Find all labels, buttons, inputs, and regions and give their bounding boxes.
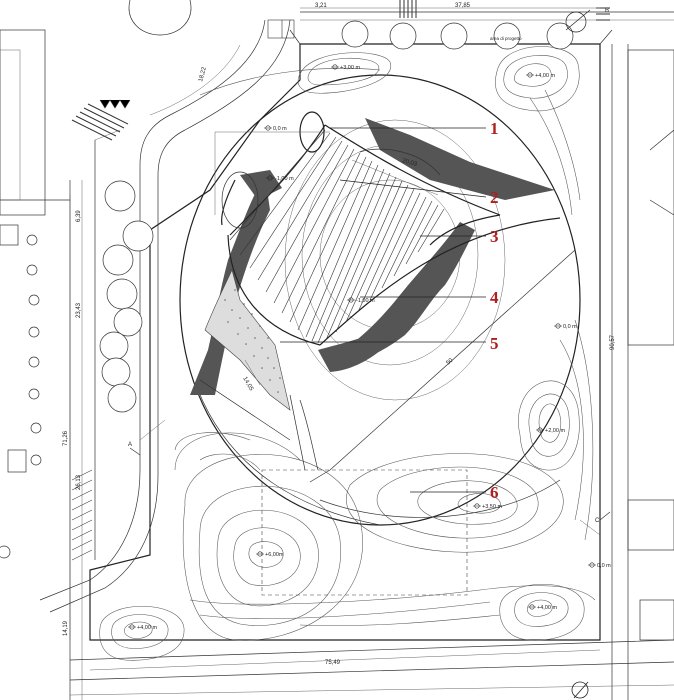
elevation-markers: +3,00 m +4,00 m 0,0 m -1,00 m -1,00 m 0,… bbox=[128, 64, 611, 631]
section-marks: A B C bbox=[128, 8, 611, 524]
elev-marker: -1,00 m bbox=[266, 175, 294, 182]
elev-marker: +4,00 m bbox=[128, 624, 157, 631]
shell-structure bbox=[190, 111, 561, 471]
elev-marker: 0,0 m bbox=[588, 562, 611, 569]
detail-area-rectangle bbox=[261, 469, 468, 596]
svg-text:+4,00 m: +4,00 m bbox=[137, 625, 157, 631]
callout-2: 2 bbox=[490, 188, 499, 207]
svg-text:+4,00 m: +4,00 m bbox=[535, 73, 555, 79]
site-boundary bbox=[89, 29, 613, 641]
elev-marker: +4,00 m bbox=[526, 72, 555, 79]
elev-marker: +4,00 m bbox=[528, 604, 557, 611]
elev-marker: +2,00 m bbox=[536, 427, 565, 434]
dim-bottom: 75,49 bbox=[325, 660, 341, 666]
svg-text:+3,00 m: +3,00 m bbox=[340, 65, 360, 71]
axis-lines bbox=[139, 131, 601, 536]
hatched-strip bbox=[71, 469, 93, 561]
svg-text:0,0 m: 0,0 m bbox=[273, 126, 287, 132]
dim-nw: 18,22 bbox=[198, 66, 208, 83]
elev-marker: +3,50 m bbox=[473, 503, 502, 510]
callout-4: 4 bbox=[490, 288, 499, 307]
dim-inner-b: 50 bbox=[445, 357, 454, 366]
elev-marker: 0,0 m bbox=[554, 323, 577, 330]
dim-inner-c: 14,05 bbox=[241, 376, 254, 393]
section-mark-b: B bbox=[605, 8, 609, 14]
svg-text:-1,00 m: -1,00 m bbox=[356, 298, 375, 304]
section-mark-a: A bbox=[128, 442, 132, 448]
svg-text:0,0 m: 0,0 m bbox=[563, 324, 577, 330]
callout-leaders bbox=[280, 127, 487, 493]
elev-marker: +6,00m bbox=[256, 551, 284, 558]
dim-left-b: 23,43 bbox=[76, 302, 82, 318]
svg-text:+2,00 m: +2,00 m bbox=[545, 428, 565, 434]
svg-text:-1,00 m: -1,00 m bbox=[275, 176, 294, 182]
dim-left-e: 14,19 bbox=[63, 620, 69, 636]
dim-top-short: 3,21 bbox=[315, 3, 327, 9]
svg-text:+4,00 m: +4,00 m bbox=[537, 605, 557, 611]
svg-text:+3,50 m: +3,50 m bbox=[482, 504, 502, 510]
street-lamps bbox=[0, 234, 42, 559]
callout-labels: 1 2 3 4 5 6 bbox=[490, 119, 499, 502]
dim-top-long: 37,85 bbox=[455, 3, 471, 9]
callout-5: 5 bbox=[490, 334, 499, 353]
dim-right: 90,57 bbox=[610, 334, 616, 350]
svg-text:0,0 m: 0,0 m bbox=[597, 563, 611, 569]
callout-3: 3 bbox=[490, 227, 499, 246]
elev-marker: +3,00 m bbox=[331, 64, 360, 71]
dim-left-c: 71,26 bbox=[63, 430, 69, 446]
elev-marker: 0,0 m bbox=[264, 125, 287, 132]
dim-top-note: area di progetto bbox=[490, 36, 522, 41]
elev-marker: -1,00 m bbox=[347, 297, 375, 304]
section-mark-c: C bbox=[595, 518, 600, 524]
neighbor-buildings bbox=[0, 29, 674, 641]
dim-left-d: 26,13 bbox=[76, 474, 82, 490]
dim-inner-a: 20,03 bbox=[401, 158, 418, 168]
stippled-area bbox=[204, 269, 291, 411]
dim-left-a: 6,39 bbox=[76, 210, 82, 222]
parking-marks bbox=[99, 19, 295, 109]
callout-1: 1 bbox=[490, 119, 499, 138]
svg-text:+6,00m: +6,00m bbox=[265, 552, 284, 558]
callout-6: 6 bbox=[490, 483, 499, 502]
north-arrow-symbol bbox=[565, 9, 591, 699]
